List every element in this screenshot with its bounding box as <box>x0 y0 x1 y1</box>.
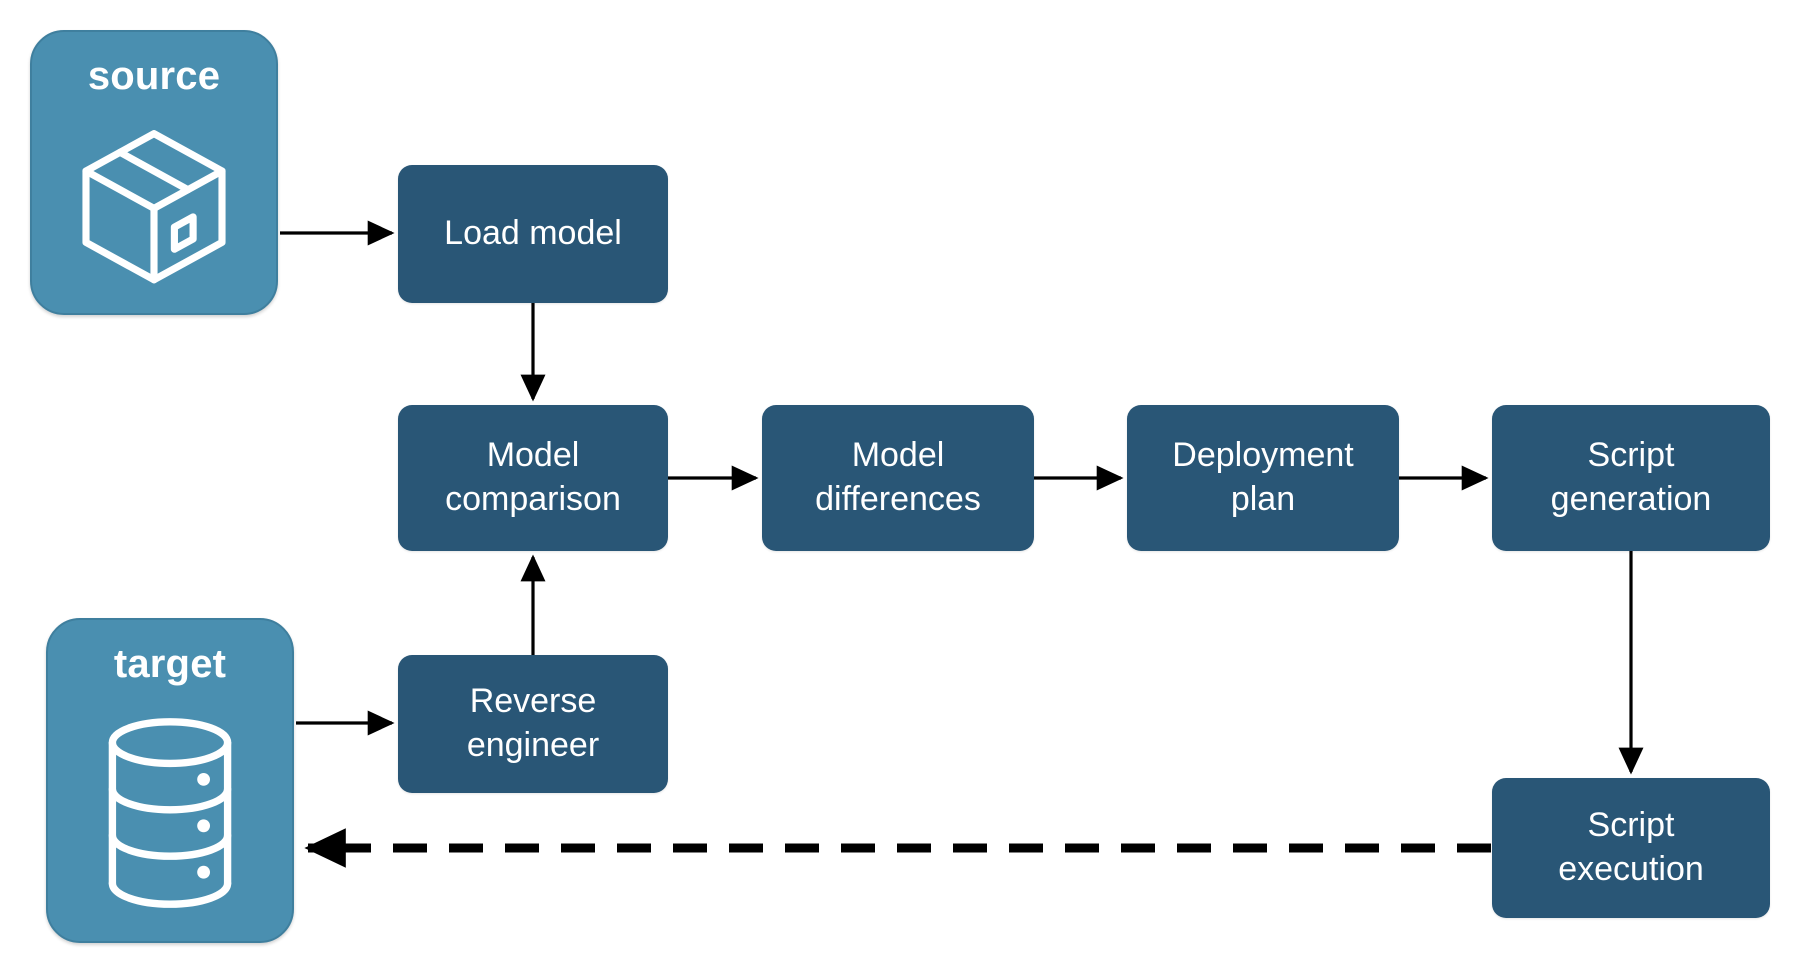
process-deployment-plan[interactable]: Deployment plan <box>1127 405 1399 551</box>
process-reverse-engineer[interactable]: Reverse engineer <box>398 655 668 793</box>
process-load-model[interactable]: Load model <box>398 165 668 303</box>
process-script-generation[interactable]: Script generation <box>1492 405 1770 551</box>
process-reverse-engineer-label: Reverse engineer <box>466 682 600 764</box>
database-cylinder-icon <box>48 684 292 941</box>
endpoint-source-label: source <box>87 54 221 98</box>
process-model-comparison-label: Model comparison <box>445 436 621 518</box>
process-script-execution[interactable]: Script execution <box>1492 778 1770 918</box>
package-box-icon <box>32 96 276 313</box>
process-model-comparison[interactable]: Model comparison <box>398 405 668 551</box>
process-script-execution-label: Script execution <box>1558 806 1704 888</box>
endpoint-target[interactable]: target <box>46 618 294 943</box>
endpoint-target-label: target <box>113 642 227 686</box>
process-script-generation-label: Script generation <box>1550 436 1712 518</box>
endpoint-source[interactable]: source <box>30 30 278 315</box>
process-model-differences[interactable]: Model differences <box>762 405 1034 551</box>
process-deployment-plan-label: Deployment plan <box>1172 436 1354 518</box>
process-model-differences-label: Model differences <box>815 436 981 518</box>
process-load-model-label: Load model <box>444 214 622 253</box>
